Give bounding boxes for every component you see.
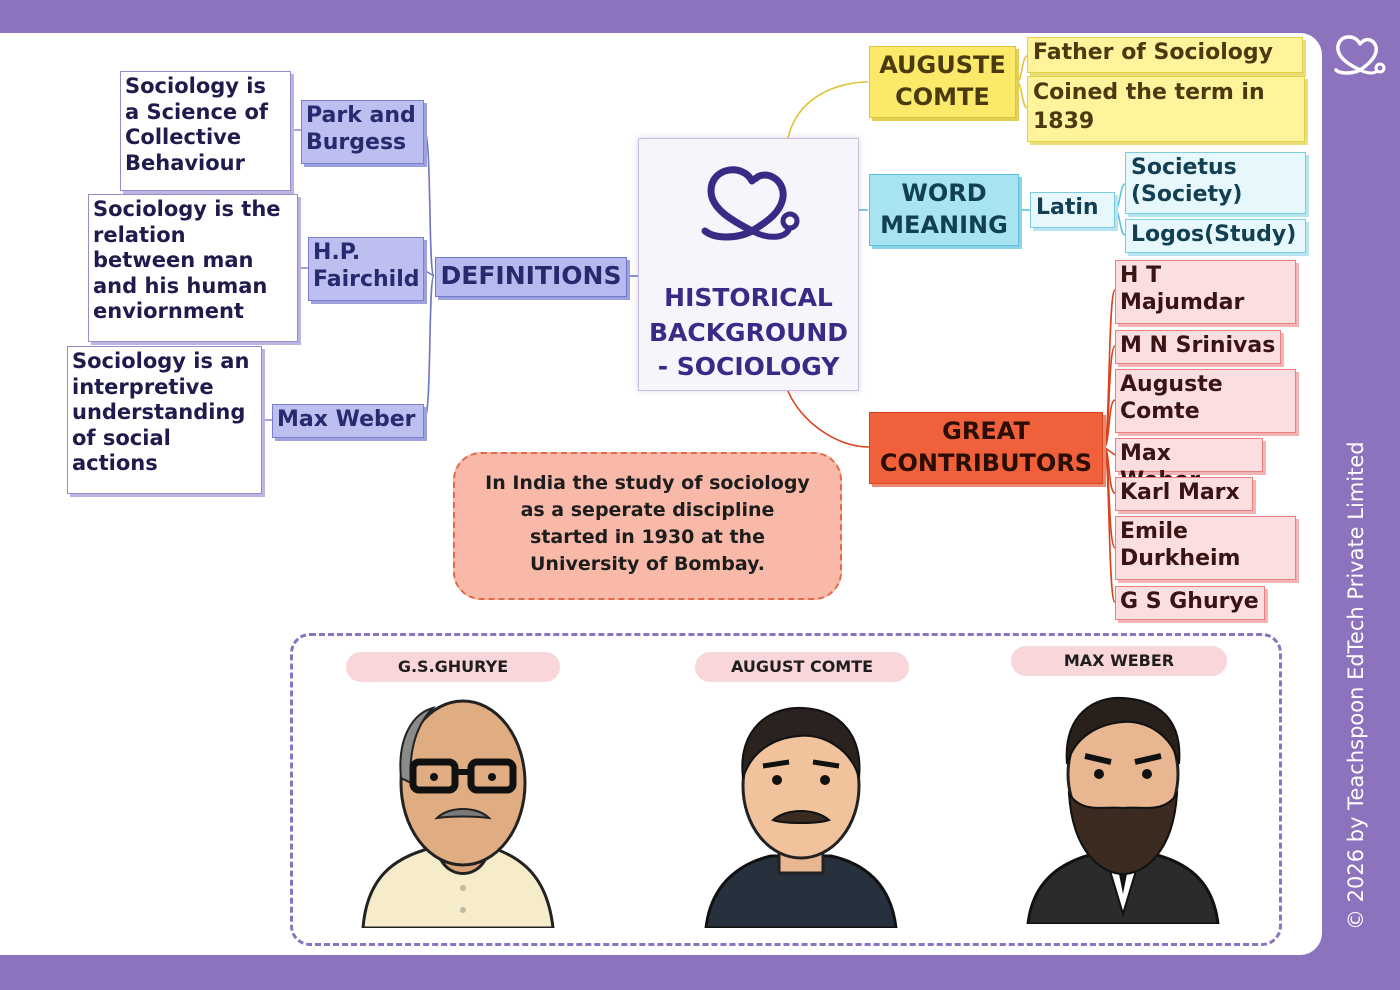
author-fairchild: H.P. Fairchild <box>308 237 424 301</box>
word-meaning-societus: Societus (Society) <box>1125 152 1306 214</box>
contributor-gs-ghurye: G S Ghurye <box>1115 586 1265 620</box>
portrait-caption-weber: MAX WEBER <box>1011 646 1227 676</box>
author-park-burgess: Park and Burgess <box>301 100 424 164</box>
auguste-comte-heading: AUGUSTE COMTE <box>869 46 1016 118</box>
portrait-caption-ghurye: G.S.GHURYE <box>346 652 560 682</box>
definitions-heading: DEFINITIONS <box>435 257 627 297</box>
contributor-ht-majumdar: H T Majumdar <box>1115 260 1296 324</box>
central-topic-title: HISTORICAL BACKGROUND - SOCIOLOGY <box>648 283 849 381</box>
portrait-weber-illustration <box>1026 696 1220 924</box>
contributor-mn-srinivas: M N Srinivas <box>1115 330 1281 364</box>
portrait-caption-comte: AUGUST COMTE <box>695 652 909 682</box>
portrait-comte-illustration <box>704 706 898 928</box>
heart-stethoscope-icon <box>1334 35 1386 75</box>
copyright-text: © 2026 by Teachspoon EdTech Private Limi… <box>1344 441 1368 930</box>
comte-fact-coined: Coined the term in 1839 <box>1027 76 1305 142</box>
word-meaning-language: Latin <box>1030 192 1115 228</box>
great-contributors-heading: GREAT CONTRIBUTORS <box>869 412 1103 484</box>
portrait-ghurye-illustration <box>361 699 555 928</box>
central-topic: HISTORICAL BACKGROUND - SOCIOLOGY <box>638 138 859 391</box>
india-sociology-note: In India the study of sociology as a sep… <box>453 452 842 600</box>
definition-text-park-burgess: Sociology is a Science of Collective Beh… <box>120 71 291 191</box>
word-meaning-heading: WORD MEANING <box>869 174 1019 246</box>
portrait-panel: G.S.GHURYE AUGUST COMTE MAX WEBER <box>290 633 1282 946</box>
contributor-max-weber: Max Weber <box>1115 438 1263 493</box>
definition-text-fairchild: Sociology is the relation between man an… <box>88 194 298 342</box>
contributor-auguste-comte: Auguste Comte <box>1115 369 1296 433</box>
contributor-karl-marx: Karl Marx <box>1115 477 1253 511</box>
comte-fact-father: Father of Sociology <box>1027 37 1303 73</box>
definition-text-weber: Sociology is an interpretive understandi… <box>67 346 262 494</box>
heart-stethoscope-icon <box>701 166 800 241</box>
contributor-emile-durkheim: Emile Durkheim <box>1115 516 1296 580</box>
word-meaning-logos: Logos(Study) <box>1125 219 1306 253</box>
author-max-weber: Max Weber <box>272 404 424 438</box>
